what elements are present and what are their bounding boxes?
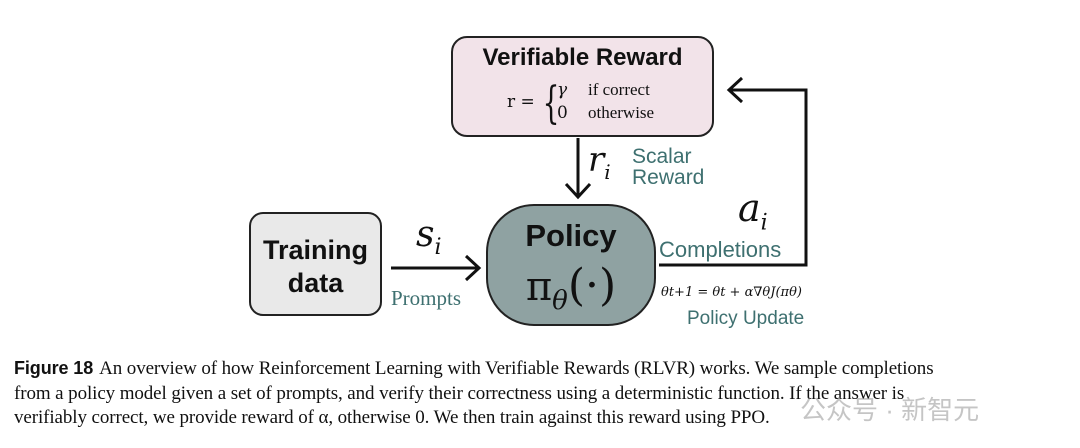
caption-text1: An overview of how Reinforcement Learnin… bbox=[99, 358, 934, 379]
reward-symbol-subscript: i bbox=[604, 159, 611, 184]
policy-update-formula: θt+1 = θt + α∇θJ(πθ) bbox=[661, 285, 802, 300]
training-data-label: Training data bbox=[251, 234, 380, 300]
prompt-arrow bbox=[391, 254, 482, 282]
caption-line2: from a policy model given a set of promp… bbox=[14, 383, 905, 404]
completion-symbol-a: a bbox=[738, 186, 761, 230]
completions-label: Completions bbox=[659, 237, 782, 262]
policy-box: Policy πθ(·) bbox=[486, 204, 656, 326]
figure-label: Figure 18 bbox=[14, 358, 94, 378]
policy-args: (·) bbox=[567, 260, 617, 311]
scalar-reward-line1: Scalar bbox=[632, 145, 692, 168]
policy-update-label: Policy Update bbox=[687, 308, 805, 329]
reward-symbol-r: r bbox=[588, 140, 605, 180]
reward-case1-condition: if correct bbox=[588, 80, 650, 99]
prompts-label: Prompts bbox=[391, 286, 462, 310]
training-line1: Training bbox=[262, 235, 368, 265]
policy-theta: θ bbox=[552, 286, 568, 316]
scalar-reward-label: Scalar Reward bbox=[632, 146, 704, 188]
reward-case1-value: γ bbox=[557, 80, 568, 100]
reward-case2-value: 0 bbox=[557, 103, 568, 123]
training-data-box: Training data bbox=[249, 212, 382, 316]
reward-case2-condition: otherwise bbox=[588, 103, 655, 122]
completion-symbol-subscript: i bbox=[760, 210, 768, 236]
completion-feedback-arrow bbox=[659, 76, 808, 267]
prompt-symbol-subscript: i bbox=[434, 235, 442, 261]
prompt-symbol-s: s bbox=[416, 214, 435, 255]
reward-brace: { bbox=[542, 78, 560, 129]
watermark: 公众号 · 新智元 bbox=[800, 395, 980, 425]
policy-title: Policy bbox=[525, 218, 617, 253]
verifiable-reward-box: Verifiable Reward r = { γ if correct 0 o… bbox=[451, 36, 714, 137]
reward-box-title: Verifiable Reward bbox=[482, 44, 683, 71]
prompt-symbol: si bbox=[416, 214, 442, 260]
scalar-reward-line2: Reward bbox=[632, 166, 705, 189]
training-line2: data bbox=[287, 268, 344, 298]
reward-formula-lhs: r = bbox=[507, 92, 535, 112]
reward-down-arrow bbox=[564, 138, 592, 200]
policy-pi: π bbox=[525, 264, 553, 310]
policy-formula: πθ(·) bbox=[488, 260, 654, 316]
caption-line3: verifiably correct, we provide reward of… bbox=[14, 407, 770, 428]
completion-symbol: ai bbox=[738, 186, 768, 236]
reward-symbol: ri bbox=[588, 140, 611, 184]
